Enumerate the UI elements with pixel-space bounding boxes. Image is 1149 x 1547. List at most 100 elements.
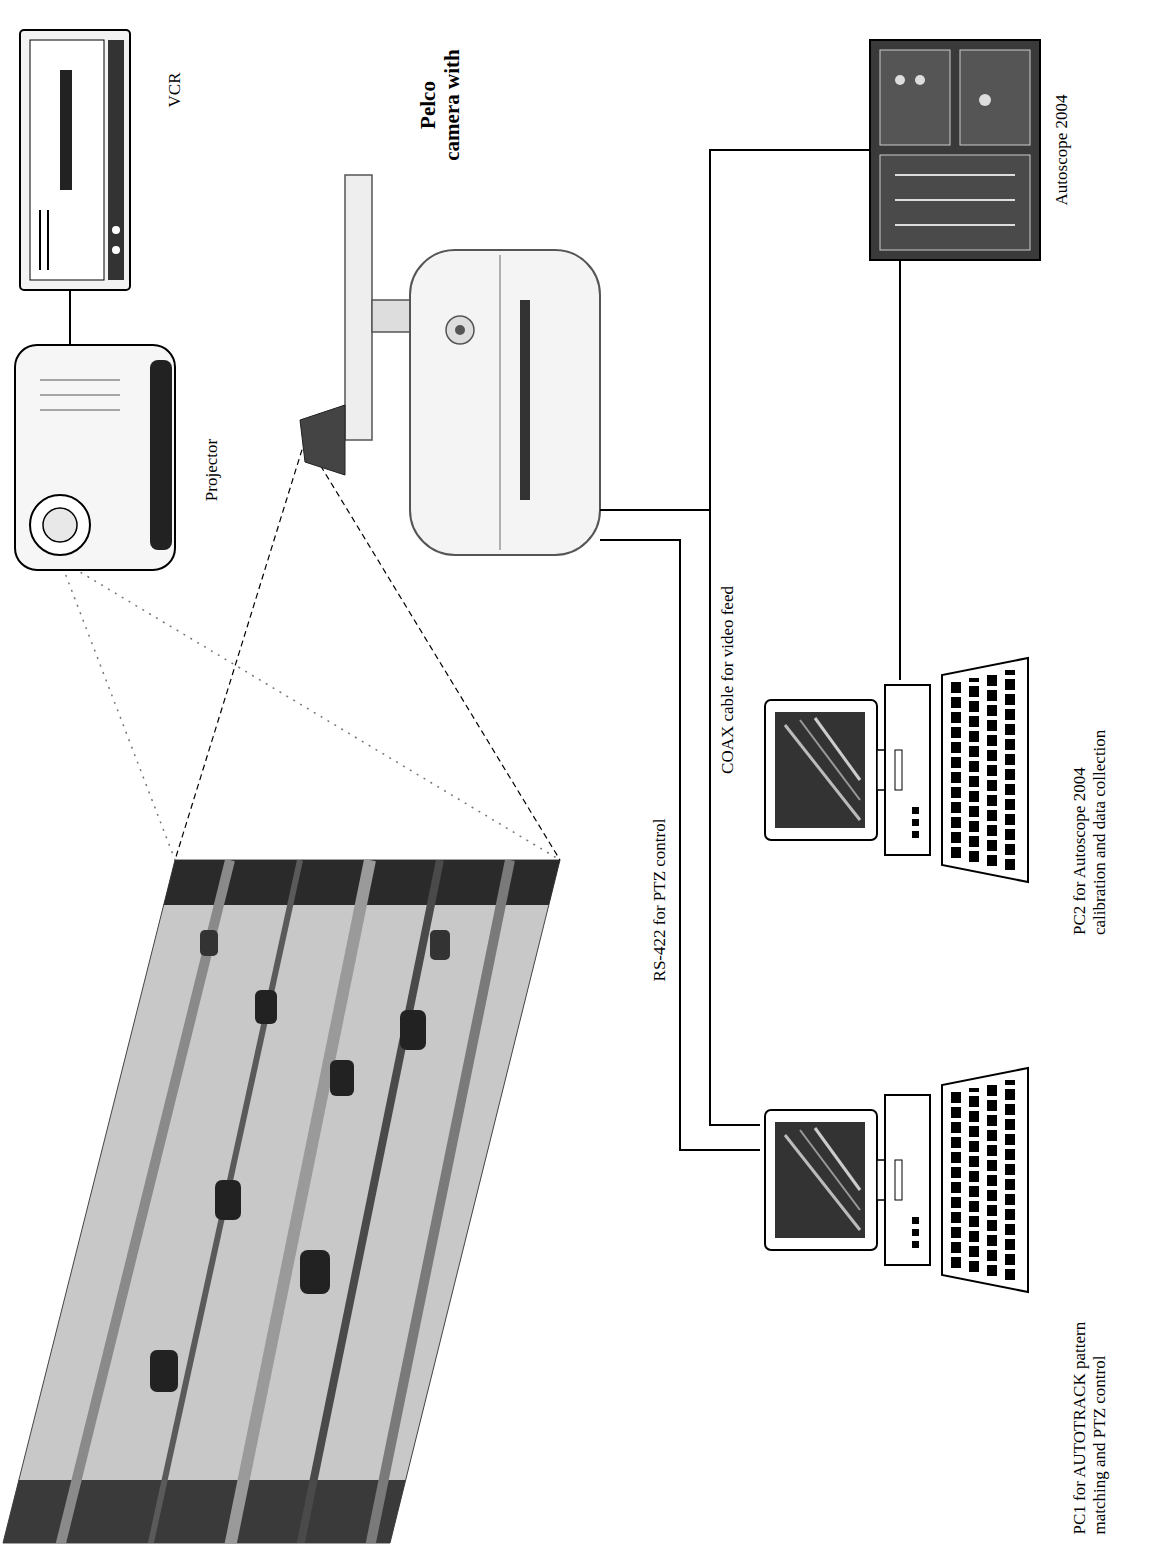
projector-symbol-part (40, 410, 120, 411)
vcr-symbol-part (112, 246, 120, 254)
projected-road-image-part-part (255, 990, 277, 1024)
cable-label: COAX cable for video feed (718, 583, 738, 777)
vcr-symbol (20, 30, 130, 300)
cable-connector (640, 510, 760, 1125)
vcr-symbol-part (69, 290, 71, 300)
pelco-camera-symbol-part (520, 300, 530, 500)
pc2-computer-symbol-part (877, 750, 885, 790)
autoscope-symbol (860, 40, 1040, 300)
cable-connector (69, 300, 71, 330)
projected-road-image (0, 850, 570, 1547)
pc1-computer-symbol-part (877, 1160, 885, 1200)
autoscope-symbol-part (880, 50, 950, 145)
pc1-computer-symbol-part (895, 1160, 902, 1200)
projected-road-image-part-part (370, 860, 510, 1547)
cable-label: RS-422 for PTZ control (650, 816, 670, 985)
autoscope-symbol-part (880, 155, 1030, 250)
autoscope-symbol-part (895, 75, 905, 85)
pc2-computer-symbol-part (775, 712, 865, 828)
vcr-symbol-part (30, 40, 104, 280)
pc1-computer-symbol-part (800, 1130, 860, 1210)
pc2-node: PC2 for Autoscope 2004 calibration and d… (760, 640, 1145, 945)
pc2-computer-symbol-part (800, 720, 860, 800)
autoscope-symbol-part (960, 50, 1030, 145)
projected-road-image-part-part (430, 930, 450, 960)
autoscope-symbol-part (870, 40, 1040, 260)
pc1-computer-symbol-part (951, 1092, 961, 1268)
pc1-computer-symbol-part (775, 1122, 865, 1238)
projector-symbol-part (40, 380, 120, 381)
pc2-computer-symbol-part (912, 807, 919, 814)
pc1-computer-symbol-part (1005, 1080, 1015, 1280)
pelco-camera-symbol-part (372, 300, 410, 332)
projector-node: Projector (5, 330, 235, 600)
projected-road-image-part-part (400, 1010, 426, 1050)
pc1-computer-symbol-part (912, 1217, 919, 1224)
autoscope-symbol-part (895, 174, 1015, 176)
vcr-symbol-part (112, 226, 120, 234)
pelco-camera-symbol-part (600, 539, 640, 541)
device-label: Pelco camera with (416, 46, 464, 164)
vcr-symbol-part (47, 210, 49, 270)
projection-lines-part (60, 560, 560, 860)
projector-symbol-part (30, 495, 90, 555)
autoscope-symbol-part (979, 94, 991, 106)
vcr-node: VCR (10, 15, 200, 300)
projected-road-image-part-part (300, 860, 440, 1547)
camera-node: Pelco camera with (290, 15, 640, 580)
pc2-computer-symbol-part (912, 819, 919, 826)
vcr-symbol-part (60, 70, 72, 190)
autoscope-symbol-part (895, 224, 1015, 226)
projected-road-image-part-part (300, 1250, 330, 1294)
projection-lines-part (175, 440, 305, 860)
pc2-computer-symbol-part (942, 658, 1028, 882)
device-label: Projector (202, 439, 222, 501)
pelco-camera-symbol-part (300, 405, 345, 475)
pc1-node: PC1 for AUTOTRACK pattern matching and P… (760, 1060, 1145, 1540)
pelco-camera-symbol-part (446, 316, 474, 344)
pc1-computer-symbol-part (942, 1068, 1028, 1292)
pc2-computer-symbol-part (987, 674, 997, 866)
pelco-camera-symbol (300, 175, 640, 555)
device-label: PC1 for AUTOTRACK pattern matching and P… (1070, 1260, 1109, 1535)
projected-road-image-part-part (215, 1180, 241, 1220)
vcr-symbol-part (108, 40, 124, 280)
pc1-computer-symbol-part (815, 1128, 860, 1190)
autoscope-symbol-part (895, 199, 1015, 201)
pc2-computer-symbol-part (951, 682, 961, 858)
autoscope-symbol-part (899, 260, 901, 300)
pc2-computer-symbol-part (1005, 670, 1015, 870)
projected-road-image-part (0, 850, 570, 1547)
pelco-camera-symbol-part (600, 509, 640, 511)
projector-symbol-part (40, 395, 120, 396)
pc1-computer-symbol-part (987, 1084, 997, 1276)
projected-road-image-part-part (150, 1350, 178, 1392)
device-label: PC2 for Autoscope 2004 calibration and d… (1070, 695, 1109, 935)
pc2-computer-symbol-part (885, 685, 930, 855)
device-label: Autoscope 2004 (1052, 95, 1072, 206)
projector-symbol (15, 330, 175, 570)
pc2-computer-symbol-part (912, 831, 919, 838)
pelco-camera-symbol-part (345, 175, 372, 440)
pc1-computer-symbol-part (969, 1088, 979, 1272)
projected-road-image-part-part (60, 860, 230, 1547)
autoscope-symbol-part (915, 75, 925, 85)
projector-symbol-part (15, 345, 175, 570)
pc1-computer-symbol-part (785, 1135, 860, 1230)
projector-symbol-part (69, 330, 71, 345)
projected-road-image-part-part (330, 1060, 354, 1096)
autoscope-symbol-part (860, 149, 870, 151)
pc2-computer-symbol (765, 658, 1028, 882)
pelco-camera-symbol-part (499, 255, 501, 550)
projection-lines-part (60, 560, 175, 860)
cable-connector (640, 150, 860, 510)
pc1-computer-symbol-part (912, 1229, 919, 1236)
pelco-camera-symbol-part (410, 250, 600, 555)
pc1-computer-symbol-part (765, 1110, 877, 1250)
wire-stub (899, 640, 901, 680)
pc2-computer-symbol-part (765, 700, 877, 840)
pc1-computer-symbol (765, 1068, 1028, 1292)
